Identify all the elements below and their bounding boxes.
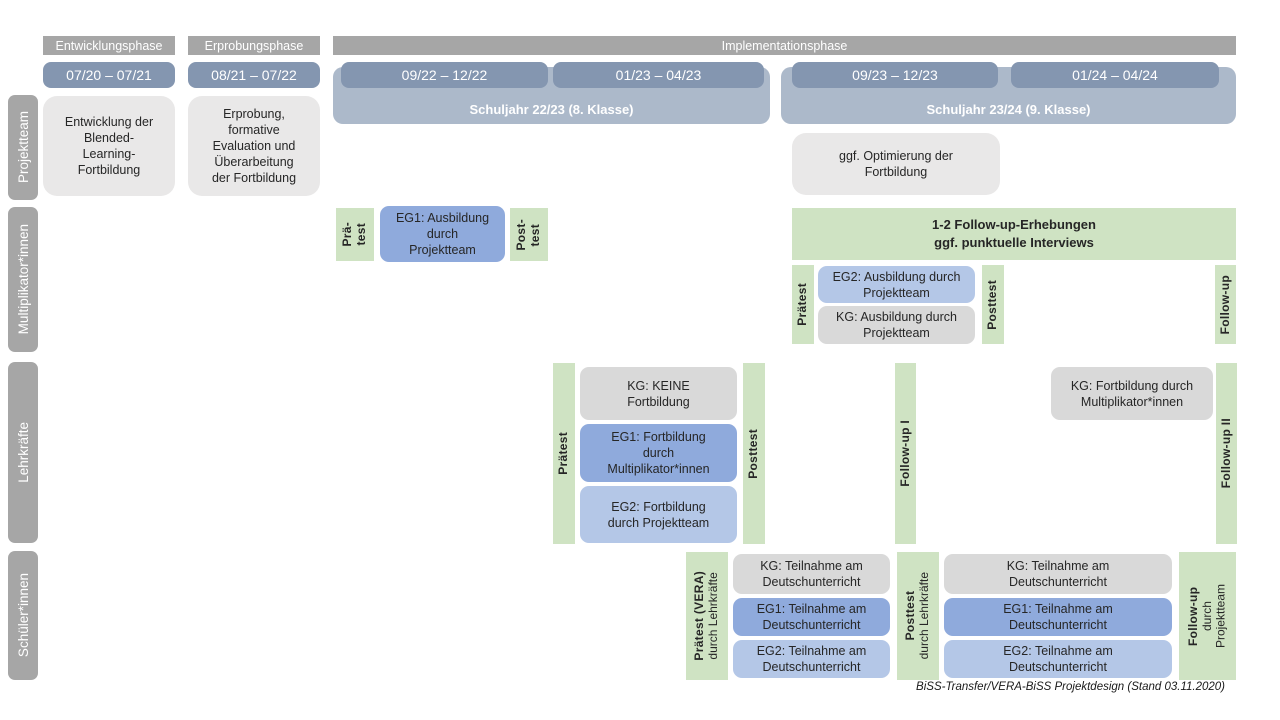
vertical-label-sub: durch Lehrkräfte	[706, 572, 720, 660]
followup-bar-multiplikatoren: Follow-up	[1215, 265, 1236, 344]
box-kg-teilnahme-2: KG: Teilnahme am Deutschunterricht	[944, 554, 1172, 594]
date-bar-4: 01/23 – 04/23	[553, 62, 764, 88]
phase-bar-erprobung: Erprobungsphase	[188, 36, 320, 55]
box-eg2-ausbildung-projektteam: EG2: Ausbildung durch Projektteam	[818, 266, 975, 303]
box-text: EG2: Ausbildung durch Projektteam	[832, 269, 961, 300]
schoolyear-label: Schuljahr 23/24 (9. Klasse)	[926, 102, 1091, 117]
phase-label: Erprobungsphase	[204, 38, 304, 53]
date-range: 09/22 – 12/22	[401, 67, 488, 83]
box-eg1-teilnahme-2: EG1: Teilnahme am Deutschunterricht	[944, 598, 1172, 636]
row-label-text: Multiplikator*innen	[15, 224, 31, 335]
box-text: Erprobung, formative Evaluation und Über…	[211, 107, 297, 185]
row-label-lehrkraefte: Lehrkräfte	[8, 362, 38, 543]
vertical-label: Posttest	[985, 279, 1000, 330]
praetest-bar-multiplikatoren-2: Prätest	[792, 265, 814, 344]
row-label-text: Projektteam	[15, 111, 31, 184]
phase-label: Implementationsphase	[721, 38, 848, 53]
vertical-label-line: test	[528, 223, 542, 246]
box-text: EG2: Fortbildung durch Projektteam	[607, 499, 710, 530]
vertical-label: Prä-test	[340, 222, 369, 247]
box-text: EG1: Teilnahme am Deutschunterricht	[1003, 602, 1113, 632]
row-label-text: Schüler*innen	[15, 573, 31, 658]
box-text: ggf. Optimierung der Fortbildung	[839, 149, 953, 179]
vertical-label: Prätest	[556, 432, 571, 475]
box-eg1-fortbildung-multiplikatoren: EG1: Fortbildung durch Multiplikator*inn…	[580, 424, 737, 482]
box-text: EG1: Fortbildung durch Multiplikator*inn…	[607, 430, 710, 476]
row-label-multiplikatoren: Multiplikator*innen	[8, 207, 38, 352]
box-text: EG1: Ausbildung durch Projektteam	[395, 211, 490, 257]
phase-label: Entwicklungsphase	[55, 38, 163, 53]
box-followup-erhebungen: 1-2 Follow-up-Erhebungen ggf. punktuelle…	[792, 208, 1236, 260]
phase-bar-entwicklung: Entwicklungsphase	[43, 36, 175, 55]
schoolyear-label: Schuljahr 22/23 (8. Klasse)	[469, 102, 634, 117]
date-bar-5: 09/23 – 12/23	[792, 62, 998, 88]
date-range: 07/20 – 07/21	[66, 67, 152, 83]
vertical-label-sub: durch	[1199, 600, 1214, 632]
date-bar-2: 08/21 – 07/22	[188, 62, 320, 88]
posttest-bar-multiplikatoren: Posttest	[982, 265, 1004, 344]
row-label-projektteam: Projektteam	[8, 95, 38, 200]
box-text: KG: Fortbildung durch Multiplikator*inne…	[1070, 378, 1194, 409]
date-range: 01/23 – 04/23	[615, 67, 702, 83]
box-eg1-ausbildung-projektteam: EG1: Ausbildung durch Projektteam	[380, 206, 505, 262]
box-text: EG2: Teilnahme am Deutschunterricht	[756, 644, 867, 674]
posttest-bar-lehrkraefte: Posttest	[743, 363, 765, 544]
box-text: Entwicklung der Blended- Learning- Fortb…	[64, 115, 154, 177]
row-label-schueler: Schüler*innen	[8, 551, 38, 680]
vertical-label-line: test	[354, 223, 368, 246]
box-kg-ausbildung-projektteam: KG: Ausbildung durch Projektteam	[818, 306, 975, 344]
vertical-label: Follow-up I	[897, 420, 912, 487]
box-text: EG1: Teilnahme am Deutschunterricht	[756, 602, 867, 632]
date-range: 08/21 – 07/22	[211, 67, 297, 83]
vertical-label: Post-test	[514, 219, 543, 251]
phase-bar-implementation: Implementationsphase	[333, 36, 1236, 55]
date-range: 09/23 – 12/23	[852, 67, 938, 83]
followup2-bar-lehrkraefte: Follow-up II	[1216, 363, 1237, 544]
vertical-label: Posttest	[746, 428, 761, 479]
box-text: KG: KEINE Fortbildung	[627, 378, 690, 409]
box-optimierung-fortbildung: ggf. Optimierung der Fortbildung	[792, 133, 1000, 195]
vertical-label: Follow-up II	[1218, 418, 1233, 489]
date-bar-3: 09/22 – 12/22	[341, 62, 548, 88]
vertical-label-main: Follow-up	[1185, 586, 1200, 646]
date-bar-1: 07/20 – 07/21	[43, 62, 175, 88]
box-text: KG: Ausbildung durch Projektteam	[836, 310, 957, 340]
box-erprobung-evaluation: Erprobung, formative Evaluation und Über…	[188, 96, 320, 196]
box-entwicklung-fortbildung: Entwicklung der Blended- Learning- Fortb…	[43, 96, 175, 196]
row-label-text: Lehrkräfte	[15, 422, 31, 483]
box-eg2-teilnahme-1: EG2: Teilnahme am Deutschunterricht	[733, 640, 890, 678]
footer-caption: BiSS-Transfer/VERA-BiSS Projektdesign (S…	[916, 681, 1225, 693]
box-kg-keine-fortbildung: KG: KEINE Fortbildung	[580, 367, 737, 420]
vertical-label: Follow-up	[1217, 274, 1232, 335]
box-kg-teilnahme-1: KG: Teilnahme am Deutschunterricht	[733, 554, 890, 594]
followup1-bar-lehrkraefte: Follow-up I	[895, 363, 916, 544]
box-eg2-fortbildung-projektteam: EG2: Fortbildung durch Projektteam	[580, 486, 737, 543]
vertical-label-sub: durch Lehrkräfte	[917, 572, 931, 660]
vertical-label-sub: Projektteam	[1213, 583, 1228, 649]
box-text: KG: Teilnahme am Deutschunterricht	[760, 559, 863, 589]
box-eg1-teilnahme-1: EG1: Teilnahme am Deutschunterricht	[733, 598, 890, 636]
praetest-vera-bar-schueler: Prätest (VERA)durch Lehrkräfte	[686, 552, 728, 680]
box-text: EG2: Teilnahme am Deutschunterricht	[1003, 644, 1113, 674]
date-bar-6: 01/24 – 04/24	[1011, 62, 1219, 88]
box-text: KG: Teilnahme am Deutschunterricht	[1006, 559, 1110, 589]
praetest-bar-lehrkraefte: Prätest	[553, 363, 575, 544]
date-range: 01/24 – 04/24	[1072, 67, 1158, 83]
vertical-label: Prätest (VERA)durch Lehrkräfte	[692, 571, 721, 661]
box-text: 1-2 Follow-up-Erhebungen ggf. punktuelle…	[932, 217, 1096, 250]
vertical-label: Prätest	[795, 283, 810, 326]
box-kg-fortbildung-multiplikatoren: KG: Fortbildung durch Multiplikator*inne…	[1051, 367, 1213, 420]
praetest-bar-multiplikatoren: Prä-test	[336, 208, 374, 261]
posttest-bar-multiplikatoren-short: Post-test	[510, 208, 548, 261]
box-eg2-teilnahme-2: EG2: Teilnahme am Deutschunterricht	[944, 640, 1172, 678]
